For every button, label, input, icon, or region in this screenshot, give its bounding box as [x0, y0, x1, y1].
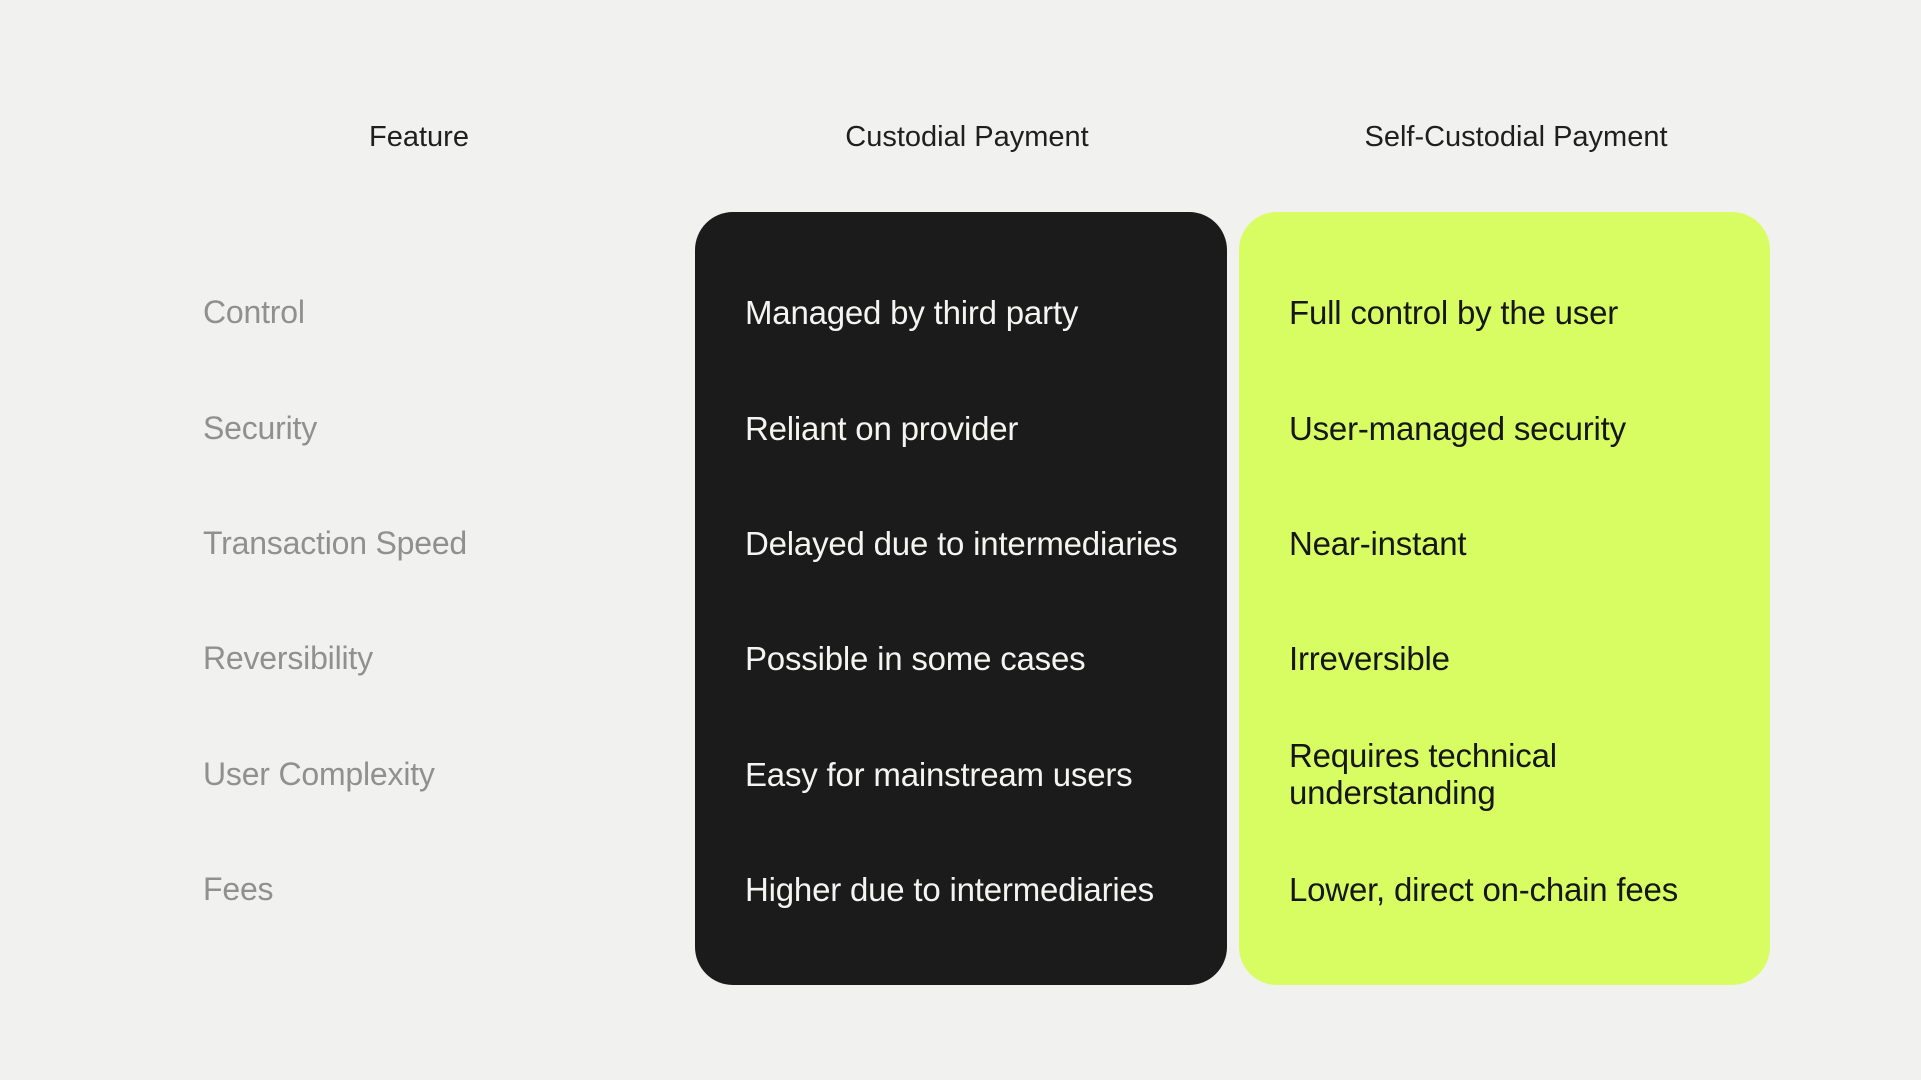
table-row: Full control by the user	[1289, 255, 1738, 370]
custodial-cell-user-complexity: Easy for mainstream users	[745, 755, 1133, 793]
feature-label: Control	[203, 294, 305, 331]
table-row: Easy for mainstream users	[745, 717, 1195, 832]
custodial-cell-control: Managed by third party	[745, 294, 1079, 332]
feature-label: Security	[203, 409, 317, 446]
feature-label-column: Control Security Transaction Speed Rever…	[203, 212, 633, 985]
self-custodial-cell-reversibility: Irreversible	[1289, 640, 1450, 678]
self-custodial-cell-fees: Lower, direct on-chain fees	[1289, 871, 1678, 909]
self-custodial-cell-security: User-managed security	[1289, 409, 1626, 447]
custodial-cell-transaction-speed: Delayed due to intermediaries	[745, 524, 1178, 562]
feature-label: Fees	[203, 871, 274, 908]
feature-row-control: Control	[203, 255, 633, 370]
table-row: Lower, direct on-chain fees	[1289, 832, 1738, 947]
feature-label: Reversibility	[203, 640, 373, 677]
custodial-cell-security: Reliant on provider	[745, 409, 1019, 447]
feature-row-reversibility: Reversibility	[203, 601, 633, 716]
column-header-self-custodial-payment: Self-Custodial Payment	[1364, 121, 1668, 153]
self-custodial-cell-user-complexity: Requires technical understanding	[1289, 737, 1557, 812]
table-row: Managed by third party	[745, 255, 1195, 370]
column-header-feature: Feature	[369, 121, 469, 153]
feature-row-transaction-speed: Transaction Speed	[203, 486, 633, 601]
table-row: Requires technical understanding	[1289, 717, 1738, 832]
custodial-payment-card: Managed by third party Reliant on provid…	[695, 212, 1227, 985]
feature-label: User Complexity	[203, 755, 435, 792]
table-row: User-managed security	[1289, 370, 1738, 485]
table-row: Delayed due to intermediaries	[745, 486, 1195, 601]
column-header-custodial-payment: Custodial Payment	[845, 121, 1089, 153]
table-row: Irreversible	[1289, 601, 1738, 716]
self-custodial-cell-transaction-speed: Near-instant	[1289, 524, 1467, 562]
feature-row-user-complexity: User Complexity	[203, 717, 633, 832]
custodial-cell-reversibility: Possible in some cases	[745, 640, 1086, 678]
feature-row-security: Security	[203, 370, 633, 485]
table-row: Reliant on provider	[745, 370, 1195, 485]
feature-row-fees: Fees	[203, 832, 633, 947]
table-row: Higher due to intermediaries	[745, 832, 1195, 947]
custodial-cell-fees: Higher due to intermediaries	[745, 871, 1154, 909]
self-custodial-payment-card: Full control by the user User-managed se…	[1239, 212, 1770, 985]
table-row: Possible in some cases	[745, 601, 1195, 716]
feature-label: Transaction Speed	[203, 524, 468, 561]
table-row: Near-instant	[1289, 486, 1738, 601]
self-custodial-cell-control: Full control by the user	[1289, 294, 1619, 332]
